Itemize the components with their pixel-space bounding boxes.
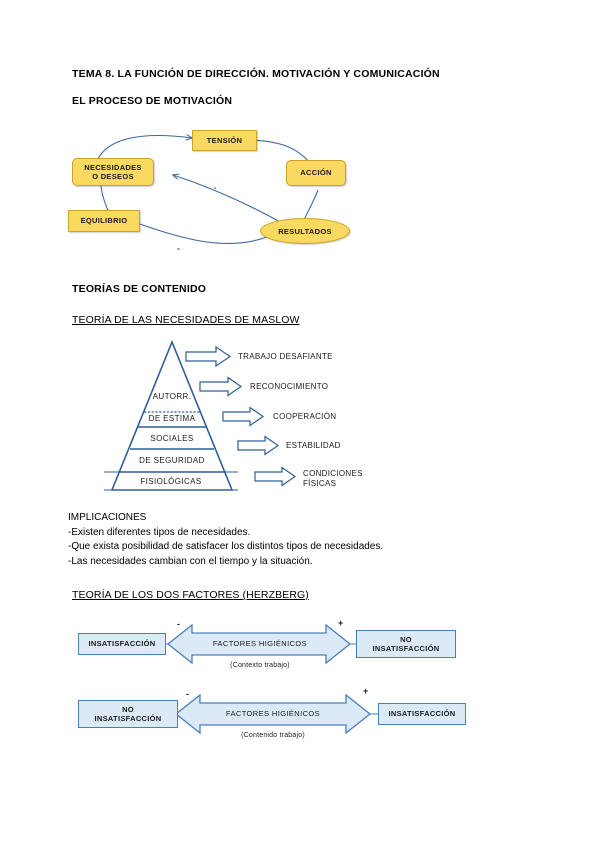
section-heading-content-theories: TEORÍAS DE CONTENIDO xyxy=(72,283,207,295)
implications-text: IMPLICACIONES -Existen diferentes tipos … xyxy=(68,512,384,567)
herzberg-row-2-left-box: NO INSATISFACCIÓN xyxy=(78,700,178,728)
herzberg-row-1-left-box: INSATISFACCIÓN xyxy=(78,633,166,655)
cycle-node-necesidades-label: NECESIDADES O DESEOS xyxy=(84,162,142,182)
herzberg-row-2-arrow-label: FACTORES HIGIÉNICOS xyxy=(225,709,321,718)
maslow-level-autorrealizacion: AUTORR. xyxy=(152,392,192,401)
herzberg-row-1-left-label: INSATISFACCIÓN xyxy=(88,639,156,649)
maslow-level-fisiologicas: FISIOLÓGICAS xyxy=(140,477,202,486)
cycle-node-accion: ACCIÓN xyxy=(286,160,346,186)
herzberg-row-1-right-box: NO INSATISFACCIÓN xyxy=(356,630,456,658)
cycle-node-necesidades: NECESIDADES O DESEOS xyxy=(72,158,154,186)
maslow-level-seguridad: DE SEGURIDAD xyxy=(139,456,205,465)
subsection-heading-herzberg: TEORÍA DE LOS DOS FACTORES (HERZBERG) xyxy=(72,589,309,601)
herzberg-row-1-left-sign: - xyxy=(177,619,180,629)
cycle-node-equilibrio-label: EQUILIBRIO xyxy=(80,216,128,226)
herzberg-row-2-caption: (Contenido trabajo) xyxy=(241,732,305,739)
herzberg-row-2-right-label: INSATISFACCIÓN xyxy=(388,709,456,719)
maslow-arrow-label-estabilidad: ESTABILIDAD xyxy=(286,441,341,450)
herzberg-row-1: INSATISFACCIÓN FACTORES HIGIÉNICOS NO IN… xyxy=(60,618,540,682)
maslow-level-sociales: SOCIALES xyxy=(150,434,194,443)
herzberg-row-1-arrow xyxy=(164,623,356,665)
subsection-heading-maslow: TEORÍA DE LAS NECESIDADES DE MASLOW xyxy=(72,314,300,326)
cycle-node-equilibrio: EQUILIBRIO xyxy=(68,210,140,232)
cycle-node-resultados: RESULTADOS xyxy=(260,218,350,244)
motivation-cycle-diagram: NECESIDADES O DESEOS TENSIÓN ACCIÓN RESU… xyxy=(60,125,400,265)
herzberg-row-2-left-label: NO INSATISFACCIÓN xyxy=(94,704,162,724)
maslow-pyramid-diagram: AUTORR. DE ESTIMA SOCIALES DE SEGURIDAD … xyxy=(60,332,460,504)
herzberg-row-2-right-sign: + xyxy=(363,686,369,696)
maslow-arrow-label-trabajo-desafiante: TRABAJO DESAFIANTE xyxy=(238,352,333,361)
maslow-arrow-label-cooperacion: COOPERACIÓN xyxy=(273,412,337,421)
herzberg-row-2-arrow xyxy=(172,693,378,735)
maslow-level-estima: DE ESTIMA xyxy=(148,414,196,423)
cycle-node-accion-label: ACCIÓN xyxy=(300,168,332,178)
herzberg-row-1-caption: (Contexto trabajo) xyxy=(230,662,290,669)
herzberg-row-1-right-sign: + xyxy=(338,618,344,628)
herzberg-row-1-arrow-label: FACTORES HIGIÉNICOS xyxy=(212,639,308,648)
herzberg-row-2-left-sign: - xyxy=(186,689,189,699)
cycle-node-tension: TENSIÓN xyxy=(192,130,257,151)
cycle-node-tension-label: TENSIÓN xyxy=(206,135,243,145)
page-title: TEMA 8. LA FUNCIÓN DE DIRECCIÓN. MOTIVAC… xyxy=(72,68,440,80)
maslow-arrow-label-condiciones-fisicas: CONDICIONES FÍSICAS xyxy=(303,469,363,488)
herzberg-row-2-right-box: INSATISFACCIÓN xyxy=(378,703,466,725)
herzberg-row-2: NO INSATISFACCIÓN FACTORES HIGIÉNICOS IN… xyxy=(60,686,540,752)
maslow-arrow-label-reconocimiento: RECONOCIMIENTO xyxy=(250,382,329,391)
cycle-node-resultados-label: RESULTADOS xyxy=(278,226,332,236)
herzberg-row-1-right-label: NO INSATISFACCIÓN xyxy=(372,634,440,654)
maslow-pyramid-shape xyxy=(104,339,297,491)
cycle-connectors xyxy=(60,125,319,250)
section-heading-motivation-process: EL PROCESO DE MOTIVACIÓN xyxy=(72,95,233,107)
